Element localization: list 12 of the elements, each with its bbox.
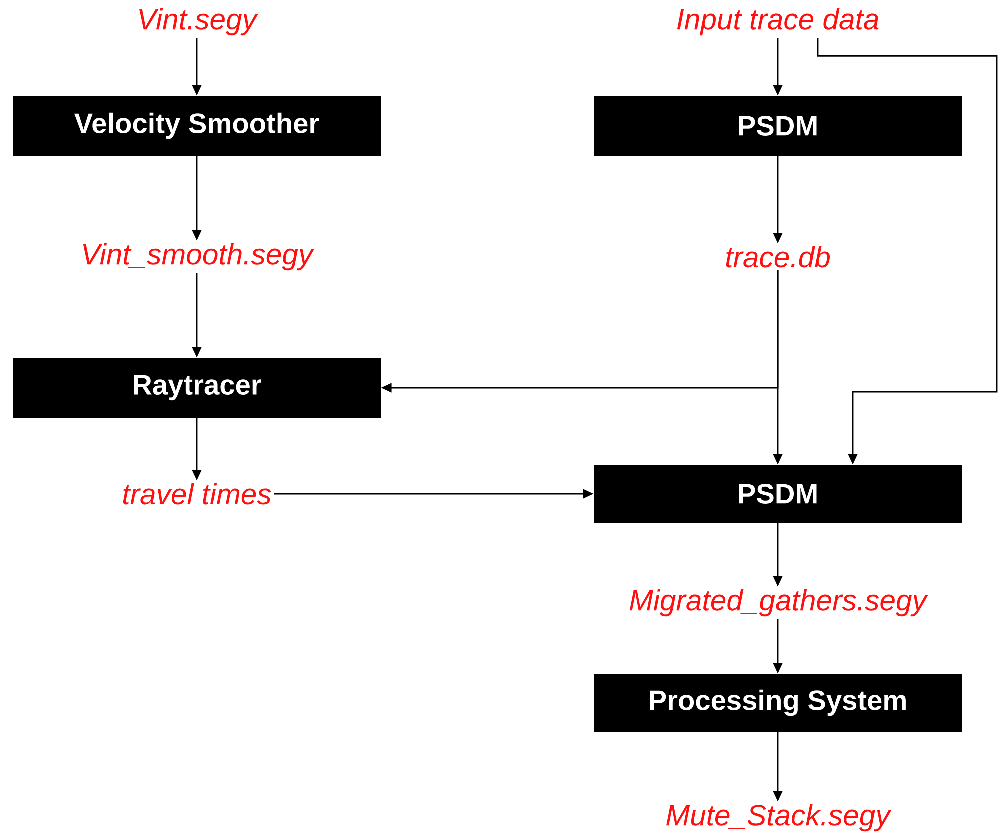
process-box: Raytracer — [13, 358, 381, 418]
process-box: PSDM — [594, 465, 962, 523]
process-box: PSDM — [594, 96, 962, 156]
file-label: travel times — [123, 483, 272, 505]
process-box: Velocity Smoother — [13, 96, 381, 156]
file-label: Vint_smooth.segy — [83, 243, 315, 271]
file-label: Migrated_gathers.segy — [630, 589, 928, 617]
file-label: trace.db — [726, 246, 830, 268]
process-box: Processing System — [594, 674, 962, 732]
file-label: Input trace data — [677, 8, 879, 36]
file-label: Vint.segy — [140, 8, 258, 36]
file-label: Mute_Stack.segy — [666, 804, 892, 832]
